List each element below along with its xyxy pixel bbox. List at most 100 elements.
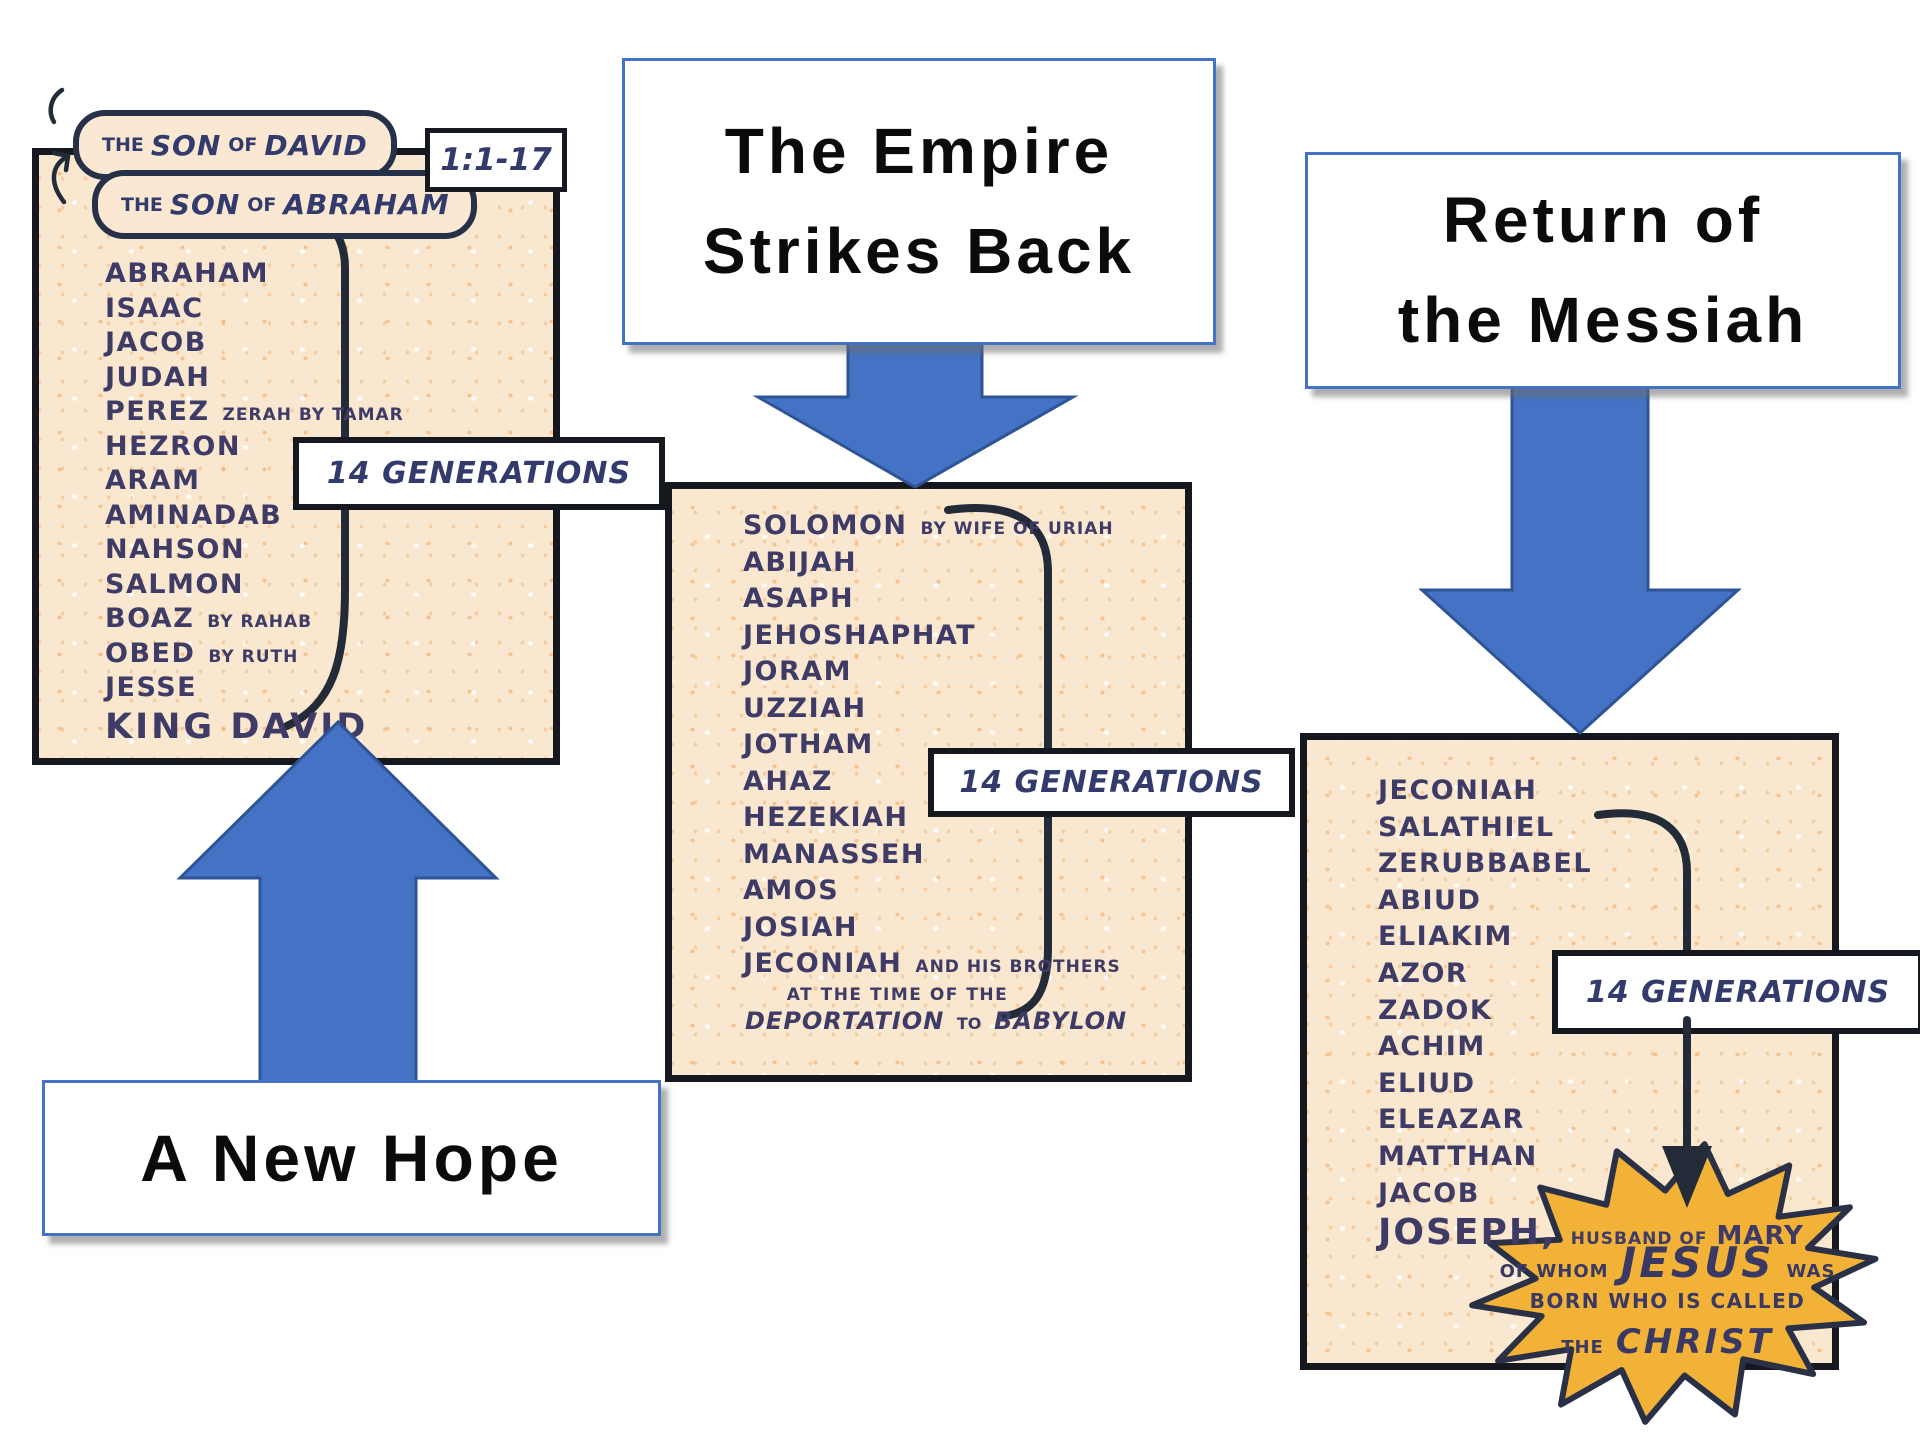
person-name: AHAZ [743, 765, 833, 797]
person-note: BY RAHAB [207, 612, 313, 632]
person-name: JUDAH [105, 361, 211, 393]
genealogy-name-row: ELIUD [1378, 1068, 1605, 1105]
person-name: SALATHIEL [1378, 811, 1555, 843]
genealogy-name-row: ASAPH [743, 583, 1121, 620]
generations-label-3: 14 GENERATIONS [1552, 950, 1920, 1034]
title-box-empire-strikes-back: The Empire Strikes Back [622, 58, 1216, 345]
bubble-word: DAVID [264, 128, 368, 162]
generations-label-2: 14 GENERATIONS [928, 748, 1295, 817]
down-arrow-right [1418, 380, 1742, 736]
verse-reference-badge: 1:1-17 [425, 128, 567, 192]
person-name: ABIUD [1378, 884, 1482, 916]
person-name: PEREZ [105, 396, 210, 427]
bubble-word: OF [247, 193, 277, 216]
burst-line-1: OF WHOM JESUS WAS [1495, 1238, 1840, 1287]
genealogy-name-row: JOSIAH [743, 912, 1121, 949]
genealogy-name-row: JORAM [743, 656, 1121, 693]
person-name: KING DAVID [105, 706, 369, 747]
bubble-word: SON [169, 188, 241, 221]
genealogy-name-row: UZZIAH [743, 693, 1121, 730]
genealogy-name-row: KING DAVID [105, 707, 404, 753]
genealogy-name-row: ELIAKIM [1378, 921, 1605, 958]
speech-bubble-son-of-abraham: THE SON OF ABRAHAM [92, 170, 477, 239]
down-arrow-middle [752, 338, 1079, 489]
person-name: SOLOMON [743, 510, 908, 541]
caption-word: DEPORTATION [745, 1007, 945, 1035]
title-text: The Empire [724, 115, 1114, 188]
person-note: AND HIS BROTHERS [915, 957, 1121, 977]
bubble-word: THE [121, 193, 163, 216]
person-name: JACOB [105, 327, 207, 358]
genealogy-name-row: MANASSEH [743, 839, 1121, 876]
genealogy-name-row: HEZEKIAH [743, 802, 1121, 839]
person-name: JOSIAH [743, 911, 858, 943]
title-text: the Messiah [1397, 283, 1809, 356]
person-name: ASAPH [743, 583, 855, 614]
genealogy-name-row: SALATHIEL [1378, 812, 1605, 849]
person-note: BY RUTH [208, 646, 299, 667]
burst-word: OF WHOM [1499, 1261, 1609, 1282]
genealogy-name-row: ISAAC [105, 293, 404, 328]
genealogy-name-row: ACHIM [1378, 1031, 1605, 1068]
person-name: ZADOK [1378, 994, 1493, 1026]
person-name: ELEAZAR [1378, 1104, 1525, 1136]
title-text: A New Hope [140, 1120, 563, 1195]
genealogy-name-row: ABRAHAM [105, 258, 404, 293]
up-arrow [176, 719, 500, 1093]
genealogy-name-row: AHAZ [743, 766, 1121, 803]
title-text: Strikes Back [702, 214, 1136, 287]
person-name: JECONIAH [1378, 775, 1538, 806]
genealogy-name-row: JECONIAH AND HIS BROTHERS [743, 948, 1121, 985]
genealogy-name-row: ELEAZAR [1378, 1104, 1605, 1141]
genealogy-name-row: JEHOSHAPHAT [743, 620, 1121, 657]
title-box-a-new-hope: A New Hope [42, 1080, 661, 1236]
genealogy-name-row: JOTHAM [743, 729, 1121, 766]
generations-label-1: 14 GENERATIONS [293, 437, 665, 510]
person-name: JORAM [743, 656, 853, 687]
person-note: BY WIFE OF URIAH [920, 519, 1114, 539]
person-name: JESSE [105, 672, 198, 703]
person-name: JOTHAM [743, 729, 874, 760]
person-name: JACOB [1378, 1177, 1480, 1209]
person-name: JEHOSHAPHAT [743, 619, 977, 651]
genealogy-name-row: PEREZ ZERAH BY TAMAR [105, 396, 404, 431]
person-name: ZERUBBABEL [1378, 848, 1593, 880]
genealogy-name-row: JESSE [105, 672, 404, 707]
genealogy-name-row: ABIJAH [743, 547, 1121, 584]
bubble-word: OF [228, 134, 258, 156]
burst-text: OF WHOM JESUS WAS BORN WHO IS CALLED THE… [1495, 1238, 1840, 1362]
deportation-caption: AT THE TIME OF THE DEPORTATION TO BABYLO… [745, 985, 1126, 1035]
person-name: HEZRON [105, 430, 241, 462]
genealogy-name-row: AMOS [743, 875, 1121, 912]
person-name: HEZEKIAH [743, 802, 909, 833]
genealogy-name-row: JACOB [1378, 1178, 1605, 1215]
person-name: ACHIM [1378, 1031, 1486, 1063]
burst-word: THE [1561, 1337, 1604, 1358]
person-name: MATTHAN [1378, 1140, 1538, 1172]
person-name: ABRAHAM [105, 258, 270, 289]
genealogy-name-row: SOLOMON BY WIFE OF URIAH [743, 510, 1121, 547]
caption-line: DEPORTATION TO BABYLON [745, 1007, 1126, 1035]
caption-word: BABYLON [993, 1007, 1128, 1035]
burst-word: WAS [1786, 1261, 1836, 1282]
person-name: JECONIAH [743, 948, 903, 979]
genealogy-name-row: ARAM [105, 465, 404, 500]
person-name: NAHSON [105, 534, 246, 565]
genealogy-name-row: JACOB [105, 327, 404, 362]
genealogy-name-row: ZADOK [1378, 995, 1605, 1032]
person-name: SALMON [105, 568, 244, 600]
bubble-word: THE [102, 134, 144, 156]
person-name: BOAZ [105, 603, 195, 634]
genealogy-name-row: NAHSON [105, 534, 404, 569]
person-name: MANASSEH [743, 838, 925, 870]
person-name: ABIJAH [743, 546, 858, 578]
burst-line-3: THE CHRIST [1495, 1322, 1840, 1362]
genealogy-name-row: ZERUBBABEL [1378, 848, 1605, 885]
genealogy-name-row: SALMON [105, 569, 404, 604]
genealogy-name-row: AZOR [1378, 958, 1605, 995]
person-name: AMINADAB [105, 499, 283, 531]
person-name: ELIUD [1378, 1067, 1476, 1099]
burst-word-jesus: JESUS [1620, 1238, 1775, 1287]
bubble-word: SON [150, 128, 222, 162]
